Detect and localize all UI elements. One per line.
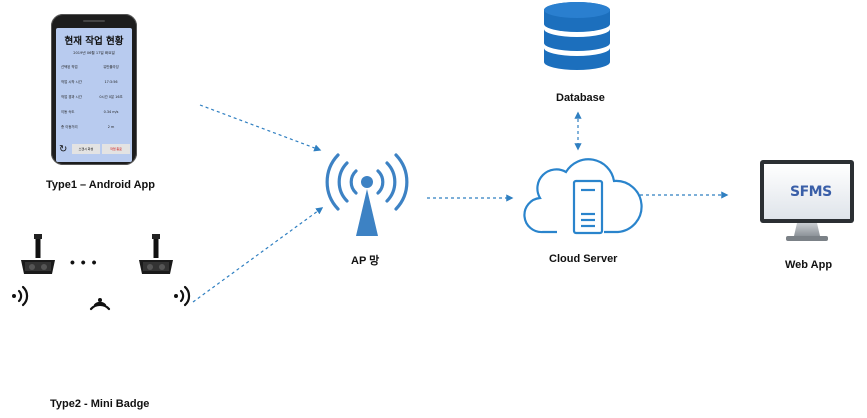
phone-screen-date: 2019년 06월 17일 화요일: [73, 51, 115, 55]
antenna-icon: [325, 153, 409, 236]
label-database: Database: [556, 92, 605, 104]
refresh-icon: ↻: [59, 144, 68, 155]
arrow-badge-to-ap: [192, 207, 324, 303]
badge-device-icon: [21, 234, 55, 274]
phone-button-end: 작업 종료: [102, 144, 130, 154]
phone-buttons: 스캔시 화성 작업 종료: [72, 144, 130, 154]
phone-screen-title: 현재 작업 현황: [64, 36, 124, 47]
signal-wave-icon: [174, 285, 191, 307]
label-mini-badge: Type2 - Mini Badge: [50, 398, 150, 410]
monitor-icon: [760, 160, 854, 241]
database-icon: [544, 2, 610, 70]
badge-device-icon: [139, 234, 173, 274]
arrow-android-to-ap: [199, 104, 322, 152]
cloud-server-icon: [523, 158, 643, 235]
connection-arrows: [192, 104, 729, 303]
signal-wave-icon: [89, 298, 111, 311]
label-ap: AP 망: [351, 255, 380, 267]
phone-speaker: [83, 20, 105, 22]
label-android-app: Type1 – Android App: [46, 179, 155, 191]
signal-wave-icon: [12, 285, 29, 307]
phone-button-scan: 스캔시 화성: [72, 144, 100, 154]
monitor-logo-text: SFMS: [790, 184, 832, 200]
label-web-app: Web App: [785, 259, 833, 271]
badge-ellipsis: • • •: [70, 254, 98, 270]
label-cloud-server: Cloud Server: [549, 253, 618, 265]
